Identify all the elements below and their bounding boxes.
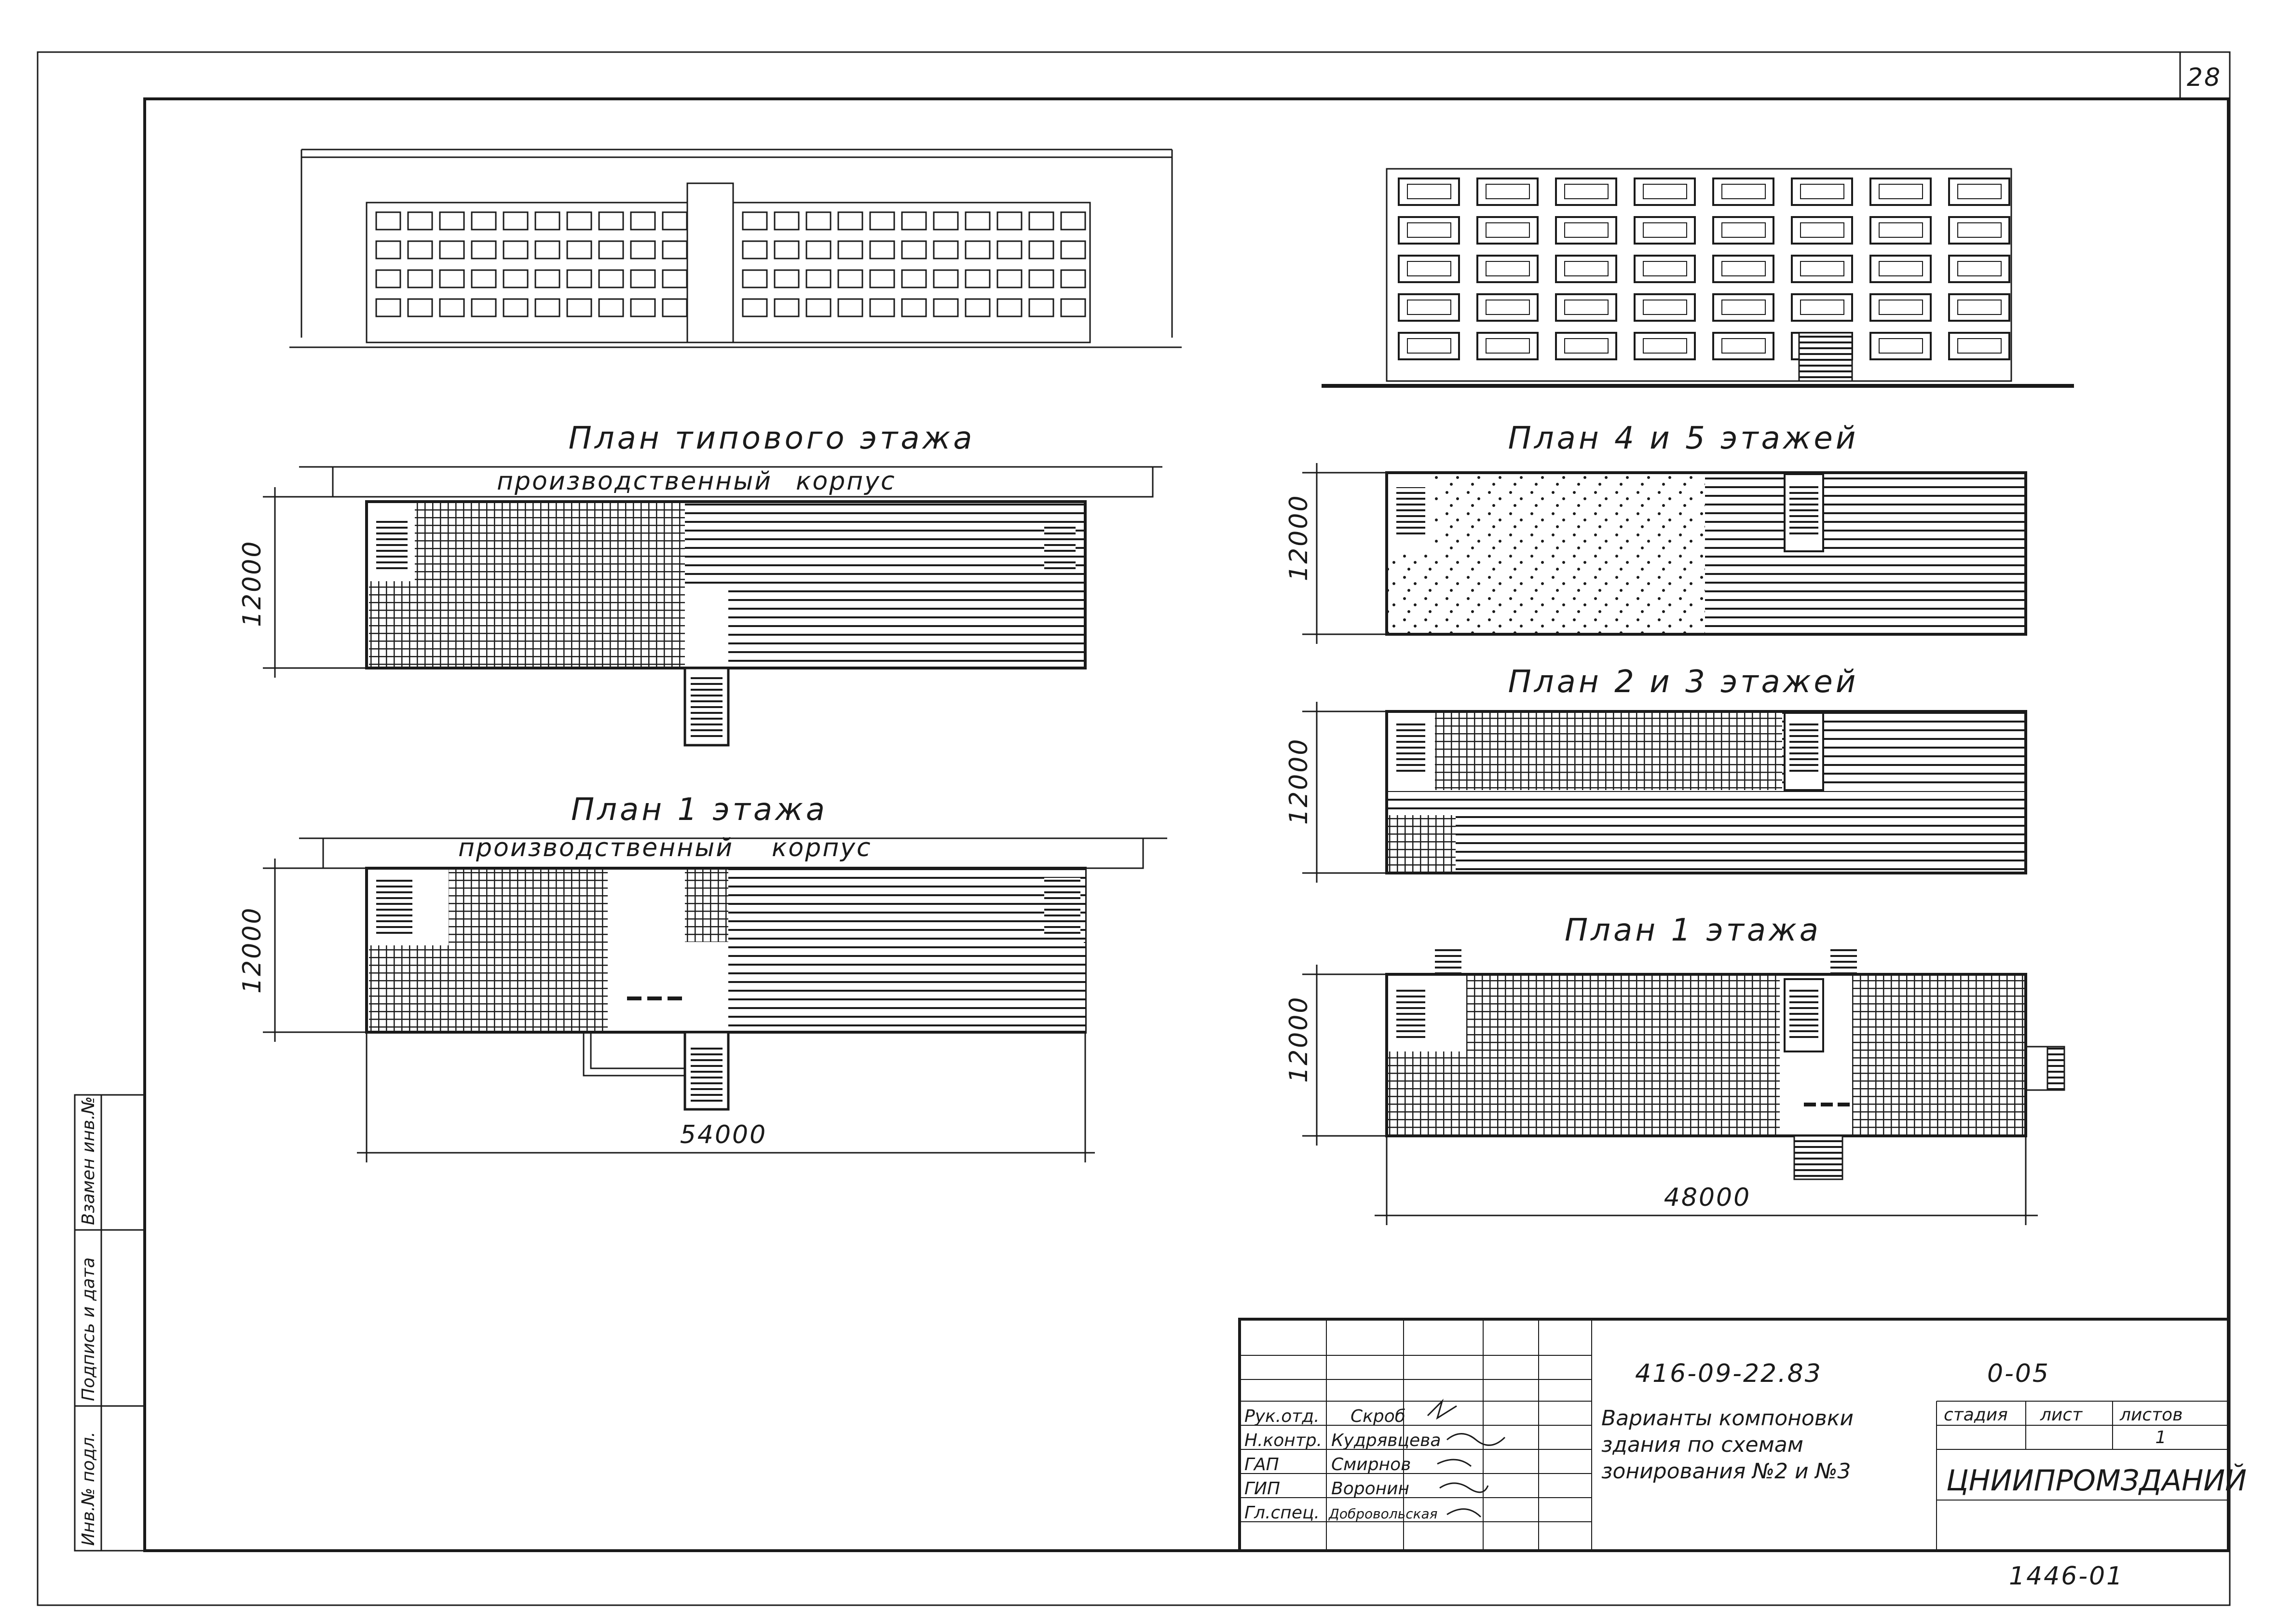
title-line-2: здания по схемам: [1601, 1433, 1803, 1457]
sheet-label: лист: [2040, 1405, 2083, 1425]
sheets-label: листов: [2119, 1405, 2183, 1425]
left-plan-typical-title: План типового этажа: [569, 421, 975, 456]
signer-name-1: Скроб: [1350, 1406, 1405, 1426]
right-plan-45-title: План 4 и 5 этажей: [1508, 421, 1859, 456]
right-plan-23-title: План 2 и 3 этажей: [1508, 664, 1859, 700]
sheet-code: 0-05: [1987, 1359, 2050, 1388]
right-facade-elevation: [1322, 168, 2074, 388]
side-stamp-replace-inv: Взамен инв.№: [79, 1096, 98, 1225]
left-facade-elevation: [289, 149, 1182, 348]
signer-role-2: Н.контр.: [1244, 1431, 1322, 1450]
side-stamp-inv-orig: Инв.№ подл.: [79, 1432, 98, 1546]
left-plan-typical: План типового этажа производственный кор…: [238, 421, 1162, 747]
signer-role-5: Гл.спец.: [1244, 1503, 1320, 1523]
right-plan-1-dim-width: 48000: [1664, 1183, 1751, 1212]
title-line-1: Варианты компоновки: [1601, 1406, 1854, 1431]
left-plan-typical-subtitle-right: корпус: [796, 467, 896, 496]
side-stamp-sign-date: Подпись и дата: [79, 1257, 98, 1401]
inventory-number: 1446-01: [2009, 1562, 2124, 1591]
signer-role-1: Рук.отд.: [1244, 1406, 1320, 1426]
organization: ЦНИИПРОМЗДАНИЙ: [1946, 1463, 2247, 1498]
signer-role-4: ГИП: [1244, 1479, 1280, 1499]
stage-label: стадия: [1944, 1405, 2008, 1425]
left-plan-typical-subtitle-left: производственный: [497, 467, 772, 496]
right-plan-45: План 4 и 5 этажей 12000: [1284, 421, 2027, 644]
page-number: 28: [2187, 63, 2222, 92]
left-plan-first-title: План 1 этажа: [571, 792, 828, 828]
right-plan-23-dim-height: 12000: [1284, 738, 1313, 825]
title-block: 416-09-22.83 0-05 Варианты компоновки зд…: [1238, 1318, 2247, 1591]
left-plan-first: План 1 этажа производственный корпус 120…: [238, 792, 1167, 1162]
right-plan-23: План 2 и 3 этажей 12000: [1284, 664, 2027, 883]
left-plan-typical-dim-height: 12000: [238, 540, 267, 627]
right-plan-1-dim-height: 12000: [1284, 996, 1313, 1083]
left-plan-first-dim-height: 12000: [238, 907, 267, 994]
signer-name-3: Смирнов: [1331, 1455, 1411, 1474]
left-plan-first-dim-width: 54000: [680, 1120, 767, 1149]
side-stamp: Инв.№ подл. Подпись и дата Взамен инв.№: [74, 1094, 146, 1552]
signer-name-5: Добровольская: [1328, 1506, 1438, 1522]
signer-role-3: ГАП: [1244, 1455, 1279, 1474]
right-plan-1-title: План 1 этажа: [1565, 913, 1821, 948]
right-plan-45-dim-height: 12000: [1284, 494, 1313, 581]
sheets-value: 1: [2155, 1428, 2167, 1447]
signer-name-4: Воронин: [1331, 1479, 1409, 1499]
title-line-3: зонирования №2 и №3: [1601, 1459, 1851, 1484]
doc-code: 416-09-22.83: [1635, 1359, 1822, 1388]
signature-scribbles: [1427, 1398, 1506, 1518]
right-plan-1: План 1 этажа 12000 48000: [1284, 913, 2065, 1225]
signer-name-2: Кудрявцева: [1331, 1431, 1441, 1450]
